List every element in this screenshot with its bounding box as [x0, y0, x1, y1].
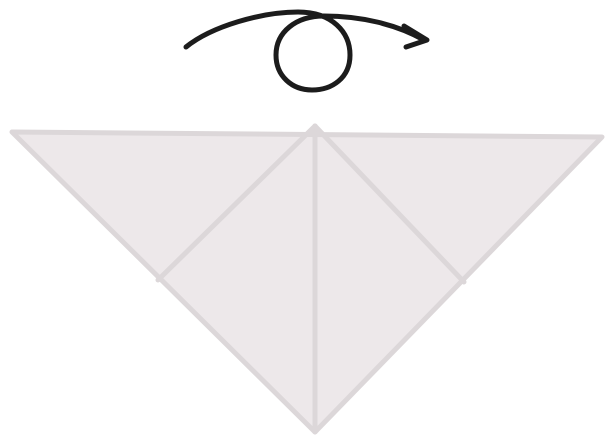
- folded-triangle: [12, 126, 602, 432]
- paper-surface: [12, 132, 602, 432]
- turn-over-arrow-icon: [186, 12, 427, 90]
- turn-over-arrow-stroke: [186, 12, 424, 90]
